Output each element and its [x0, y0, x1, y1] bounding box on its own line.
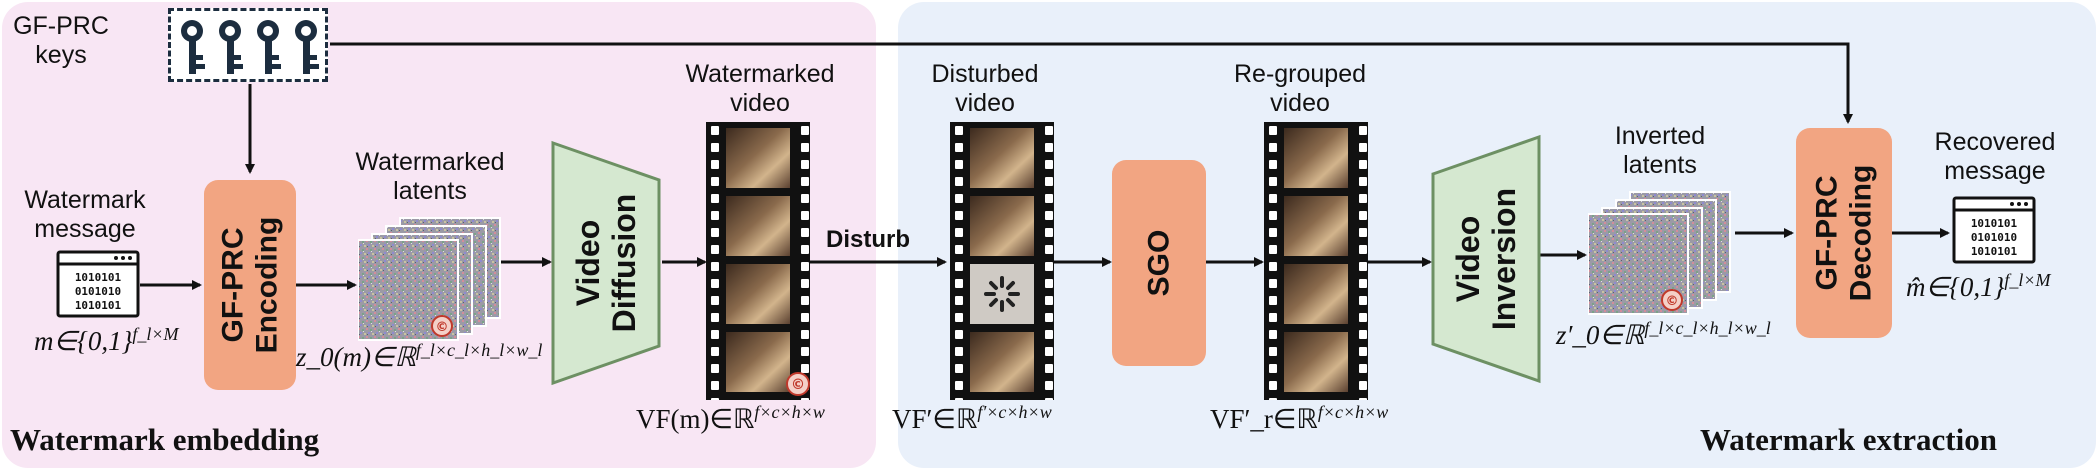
video-diffusion-block: Video Diffusion	[550, 140, 662, 386]
arrow-keys-to-decoding	[330, 42, 1853, 124]
inverted-latents-math: z′_0∈ℝf_l×c_l×h_l×w_l	[1556, 318, 1771, 350]
message-window-icon: 1010101 0101010 1010101	[56, 250, 140, 318]
watermarked-latents-stack: ©	[358, 216, 508, 342]
extraction-section-title: Watermark extraction	[1700, 422, 1997, 457]
svg-text:©: ©	[791, 377, 805, 393]
svg-text:1010101: 1010101	[75, 299, 122, 312]
message-math: m∈{0,1}f_l×M	[34, 324, 179, 356]
gfprc-decoding-box: GF-PRC Decoding	[1796, 128, 1892, 338]
gfprc-encoding-box: GF-PRC Encoding	[204, 180, 296, 390]
sgo-box: SGO	[1112, 160, 1206, 366]
disturbed-video-filmstrip	[950, 122, 1054, 400]
watermarked-latents-label: Watermarked latents	[355, 148, 505, 205]
key-icons	[181, 20, 319, 74]
svg-text:1010101: 1010101	[1971, 217, 2018, 230]
key-icon	[181, 20, 205, 74]
message-label: Watermark message	[24, 186, 146, 243]
svg-text:1010101: 1010101	[75, 271, 122, 284]
disturbed-video-label: Disturbed video	[931, 60, 1039, 117]
regrouped-video-label: Re-grouped video	[1233, 60, 1367, 117]
watermarked-video-math: VF(m)∈ℝf×c×h×w	[636, 402, 825, 434]
embedding-section-title: Watermark embedding	[10, 422, 320, 457]
video-inversion-block: Video Inversion	[1430, 134, 1542, 384]
watermarked-latents-math: z_0(m)∈ℝf_l×c_l×h_l×w_l	[296, 340, 543, 372]
svg-text:0101010: 0101010	[75, 285, 121, 298]
watermarked-video-filmstrip: ©	[706, 122, 810, 400]
svg-text:©: ©	[1666, 294, 1679, 309]
key-icon	[257, 20, 281, 74]
recovered-message-label: Recovered message	[1934, 128, 2056, 185]
inverted-latents-label: Inverted latents	[1614, 122, 1706, 179]
recovered-message-math: m̂∈{0,1}f_l×M	[1906, 270, 2051, 302]
regrouped-video-math: VF′_r∈ℝf×c×h×w	[1210, 402, 1389, 434]
loading-spinner-icon	[984, 276, 1020, 312]
svg-text:©: ©	[436, 320, 449, 335]
inverted-latents-stack: ©	[1588, 190, 1738, 316]
disturbed-video-math: VF′∈ℝf′×c×h×w	[892, 402, 1052, 434]
keys-label: GF-PRC keys	[13, 12, 109, 69]
regrouped-video-filmstrip	[1264, 122, 1368, 400]
key-icon	[295, 20, 319, 74]
key-icon	[219, 20, 243, 74]
svg-text:1010101: 1010101	[1971, 245, 2018, 258]
keys-box	[168, 8, 328, 82]
recovered-message-window-icon: 1010101 0101010 1010101	[1952, 196, 2036, 264]
svg-text:0101010: 0101010	[1971, 231, 2017, 244]
disturb-label: Disturb	[826, 226, 910, 253]
watermarked-video-label: Watermarked video	[685, 60, 835, 117]
